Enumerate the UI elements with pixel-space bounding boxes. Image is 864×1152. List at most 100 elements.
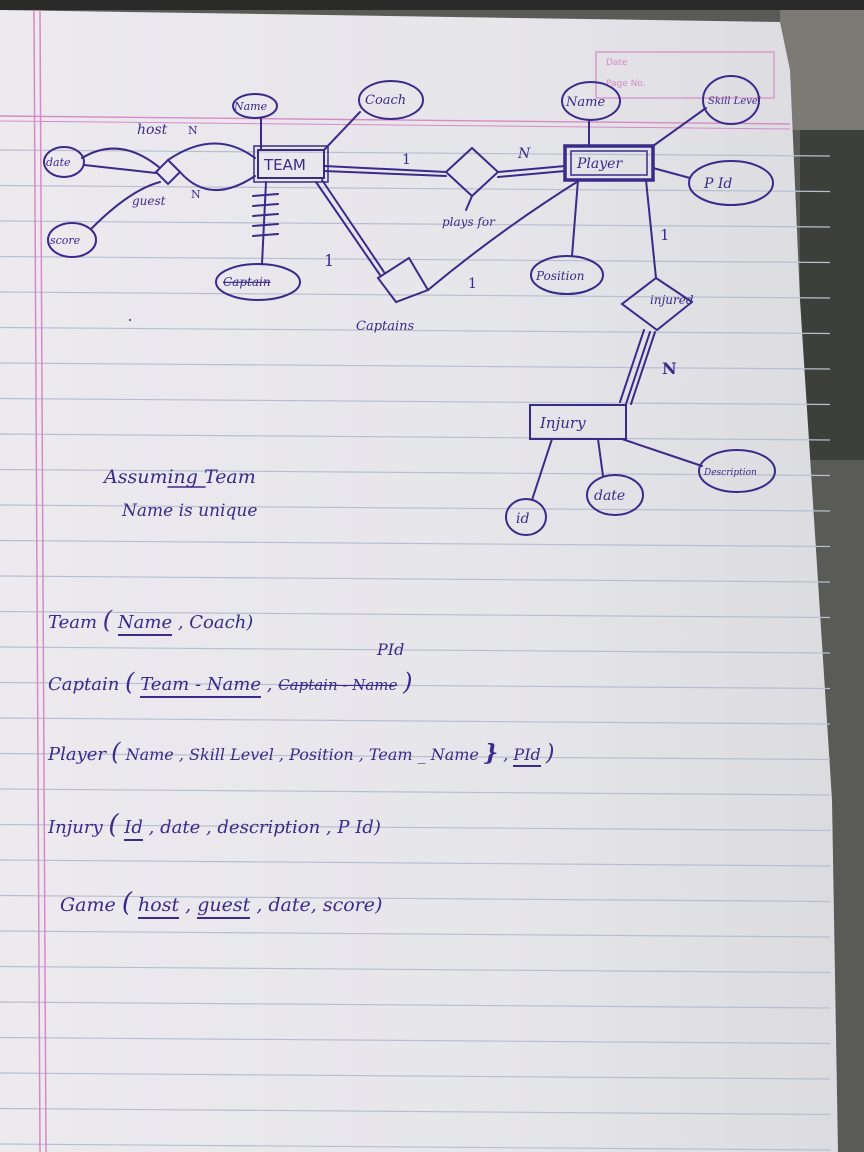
team-captains-cardinality: 1 — [324, 251, 334, 270]
schema-player-table: Player — [48, 744, 107, 765]
injury-id-attr: id — [516, 511, 529, 527]
ruled-line — [0, 362, 831, 370]
score-attr: score — [50, 234, 81, 247]
ruled-line — [0, 859, 831, 867]
injury-id-oval — [505, 498, 547, 536]
ruled-line — [0, 326, 831, 335]
schema-game-key-host: host — [138, 894, 180, 919]
captains-diamond — [376, 256, 430, 304]
game-date-attr: date — [46, 156, 71, 169]
guest-edge-label: guest — [132, 194, 166, 208]
ruled-line — [0, 823, 831, 832]
schema-captain-insert: PId — [377, 640, 405, 659]
schema-player-key: PId — [513, 745, 541, 767]
player-plays-cardinality: N — [517, 146, 531, 162]
ruled-line — [0, 504, 831, 512]
ruled-line — [0, 752, 831, 761]
player-entity-label: Player — [576, 156, 623, 172]
skill-level-oval — [702, 75, 760, 125]
ruled-line — [0, 539, 831, 548]
schema-team: Team ( Name , Coach) — [48, 608, 254, 636]
ruled-line — [0, 149, 831, 157]
coach-attr: Coach — [365, 93, 406, 108]
host-edge-label: host — [137, 122, 168, 138]
position-oval — [530, 255, 604, 295]
ruled-line — [0, 646, 831, 654]
description-attr: Description — [703, 468, 757, 478]
ruled-line — [0, 255, 831, 264]
schema-injury-table: Injury — [48, 817, 103, 838]
margin-line-2 — [39, 9, 47, 1152]
ruled-line — [0, 1072, 831, 1080]
ruled-line — [0, 1143, 831, 1151]
ruled-line — [0, 1107, 831, 1116]
schema-team-rest: , Coach) — [177, 612, 254, 633]
margin-line — [33, 9, 41, 1152]
player-entity-box — [563, 144, 655, 182]
injury-date-oval — [586, 474, 644, 516]
schema-captain-open: ( — [125, 668, 135, 696]
schema-game: Game ( host , guest , date, score) — [60, 888, 383, 919]
header-line — [0, 115, 791, 125]
injury-date-attr: date — [594, 488, 625, 504]
captain-attr: Captain — [223, 275, 271, 289]
schema-injury-open: ( — [108, 810, 119, 840]
schema-player-sep: , — [503, 745, 509, 764]
score-oval — [47, 222, 97, 258]
ruled-line — [0, 397, 831, 406]
injury-injured-cardinality: N — [662, 359, 677, 378]
coach-oval — [358, 80, 424, 120]
schema-game-open: ( — [121, 888, 132, 918]
header-line-2 — [0, 120, 791, 130]
ruled-line — [0, 717, 831, 725]
ruled-line — [0, 433, 831, 441]
injury-entity-box — [529, 404, 627, 440]
team-plays-cardinality: 1 — [402, 152, 411, 168]
page-no-label: Page No. — [606, 79, 646, 89]
skill-level-attr: Skill Level — [708, 96, 761, 107]
date-label: Date — [606, 58, 628, 68]
schema-player-open: ( — [111, 738, 121, 766]
ruled-line — [0, 610, 831, 619]
plays-for-diamond — [444, 146, 500, 198]
guest-cardinality: N — [191, 188, 201, 201]
schema-injury-rest: , date , description , P Id) — [148, 817, 381, 838]
schema-captain-key: Team - Name — [140, 674, 261, 698]
ruled-line — [0, 1001, 831, 1009]
schema-team-table: Team — [48, 612, 98, 633]
ruled-line — [0, 681, 831, 690]
player-name-oval — [561, 81, 621, 121]
game-diamond — [154, 158, 182, 186]
plays-for-label: plays for — [442, 215, 496, 229]
ruled-lines — [0, 149, 831, 1151]
schema-captain-table: Captain — [48, 674, 120, 695]
schema-player-close: ) — [545, 741, 555, 766]
paper-sheet — [0, 10, 838, 1152]
assumption-line-2: Name is unique — [122, 501, 258, 521]
ruled-line — [0, 220, 831, 228]
ruled-line — [0, 468, 831, 477]
injured-label: injured — [650, 293, 694, 307]
team-name-attr: Name — [233, 100, 268, 113]
assumption-line-1: Assuming Team — [104, 466, 256, 488]
date-box — [595, 51, 775, 99]
schema-game-rest: , date, score) — [256, 894, 383, 916]
schema-team-key: Name — [117, 612, 173, 636]
ruled-line — [0, 965, 831, 974]
schema-player: Player ( Name , Skill Level , Position ,… — [48, 738, 555, 767]
date-oval — [43, 146, 85, 178]
pid-attr: P Id — [703, 176, 732, 192]
ruled-line — [0, 930, 831, 938]
position-attr: Position — [535, 269, 584, 283]
captains-label: Captains — [356, 319, 415, 334]
player-captains-cardinality: 1 — [468, 276, 477, 292]
player-injured-cardinality: 1 — [660, 226, 670, 244]
schema-game-sep: , — [185, 894, 192, 916]
schema-player-fields: Name , Skill Level , Position , Team _ N… — [125, 745, 479, 764]
schema-game-table: Game — [60, 894, 116, 916]
team-entity-box — [257, 149, 325, 179]
injured-diamond — [620, 276, 694, 332]
schema-captain-sep: , — [266, 674, 273, 695]
ruled-line — [0, 1036, 831, 1045]
